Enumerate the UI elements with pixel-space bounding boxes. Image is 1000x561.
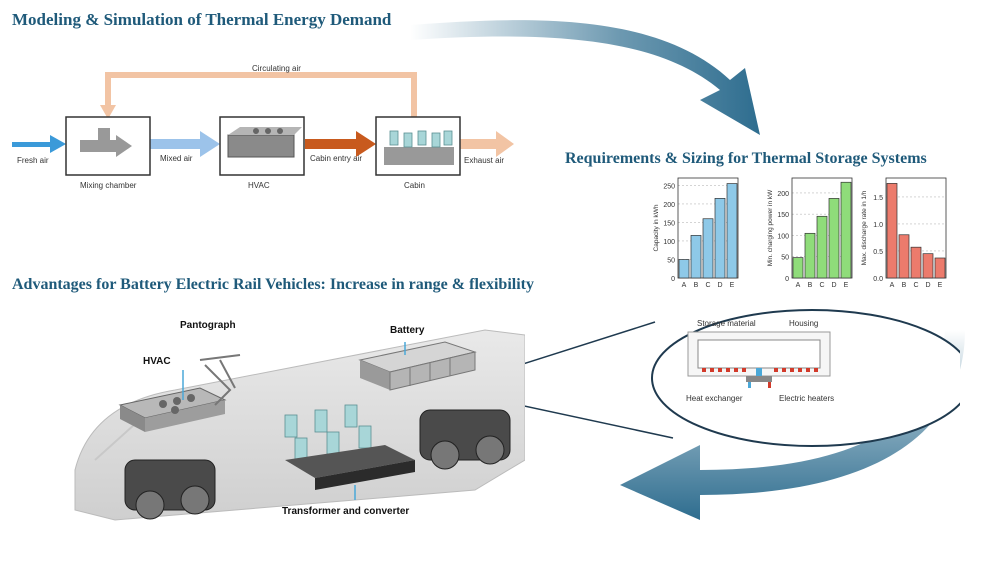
label-hvac: HVAC: [248, 181, 270, 190]
bar-A: [886, 183, 898, 279]
bar-C: [702, 218, 714, 279]
storage-material-rect: [697, 339, 821, 369]
y-axis-label: Max. discharge rate in 1/h: [861, 190, 868, 265]
heater-dots: [702, 368, 818, 372]
circulating-air-line: [105, 72, 417, 117]
cabin-floor-icon: [384, 147, 454, 165]
mixed-air-arrow: [150, 139, 202, 149]
mixing-chamber-icon: [80, 140, 116, 152]
heading-advantages: Advantages for Battery Electric Rail Veh…: [12, 276, 534, 293]
bar-A: [792, 257, 804, 279]
y-tick-label: 250: [663, 183, 675, 190]
label-mixing-chamber: Mixing chamber: [80, 181, 137, 190]
y-tick-label: 150: [663, 220, 675, 227]
x-tick-label: B: [902, 282, 907, 289]
zoom-ellipse: [651, 309, 960, 447]
heading-requirements: Requirements & Sizing for Thermal Storag…: [565, 150, 927, 167]
arrow-to-requirements: [410, 20, 760, 135]
label-mixed-air: Mixed air: [160, 154, 193, 163]
bar-E: [934, 257, 946, 279]
label-circulating-air: Circulating air: [252, 64, 301, 73]
label-transformer-converter: Transformer and converter: [282, 506, 410, 517]
heat-exchanger: [746, 376, 772, 382]
y-tick-label: 1.5: [873, 195, 883, 202]
y-tick-label: 0.5: [873, 249, 883, 256]
circulating-air-arrowhead: [100, 105, 116, 119]
x-tick-label: D: [717, 282, 722, 289]
y-tick-label: 200: [663, 202, 675, 209]
y-tick-label: 1.0: [873, 222, 883, 229]
bar-D: [828, 198, 840, 279]
bar-B: [898, 234, 910, 279]
pantograph: [199, 354, 241, 406]
heat-exchanger-pipe: [756, 368, 762, 378]
y-tick-label: 150: [777, 212, 789, 219]
bogie-rear: [419, 409, 511, 470]
label-heat-exchanger: Heat exchanger: [686, 394, 743, 403]
bar-C: [816, 215, 828, 279]
y-tick-label: 200: [777, 191, 789, 198]
bar-D: [922, 253, 934, 279]
x-tick-label: A: [682, 282, 687, 289]
y-tick-label: 0: [671, 276, 675, 283]
bar-D: [714, 198, 726, 279]
x-tick-label: E: [730, 282, 735, 289]
y-axis-label: Min. charging power in kW: [767, 189, 774, 266]
heading-modeling: Modeling & Simulation of Thermal Energy …: [12, 10, 392, 29]
label-fresh-air: Fresh air: [17, 156, 49, 165]
label-storage-material: Storage material: [697, 319, 756, 328]
label-exhaust-air: Exhaust air: [464, 156, 505, 165]
train-seats: [284, 404, 372, 461]
x-tick-label: C: [913, 282, 918, 289]
train-illustration: [74, 329, 525, 521]
y-tick-label: 50: [781, 255, 789, 262]
x-tick-label: B: [694, 282, 699, 289]
label-pantograph: Pantograph: [180, 320, 236, 331]
bar-E: [840, 181, 852, 279]
label-cabin: Cabin: [404, 181, 425, 190]
y-tick-label: 0: [785, 276, 789, 283]
label-battery: Battery: [390, 325, 425, 336]
exhaust-arrow: [460, 139, 498, 149]
train-battery: [358, 341, 477, 391]
bar-B: [690, 235, 702, 279]
bar-C: [910, 246, 922, 279]
arrow-to-advantages: [620, 330, 965, 520]
cabin-box: [375, 116, 461, 176]
airflow-diagram: [12, 72, 514, 176]
hvac-unit-icon: [227, 134, 295, 158]
x-tick-label: C: [819, 282, 824, 289]
label-cabin-entry-air: Cabin entry air: [310, 154, 363, 163]
y-axis-label: Capacity in kWh: [653, 204, 660, 251]
x-tick-label: E: [844, 282, 849, 289]
bar-A: [678, 259, 690, 279]
x-tick-label: A: [796, 282, 801, 289]
x-tick-label: E: [938, 282, 943, 289]
fresh-air-arrow: [12, 142, 52, 147]
x-tick-label: B: [808, 282, 813, 289]
label-electric-heaters: Electric heaters: [779, 394, 835, 403]
bogie-front: [124, 459, 216, 520]
y-tick-label: 100: [777, 233, 789, 240]
cabin-entry-arrow: [305, 139, 360, 149]
bar-E: [726, 183, 738, 279]
y-tick-label: 50: [667, 257, 675, 264]
train-hvac-unit: [118, 387, 227, 432]
y-tick-label: 0.0: [873, 276, 883, 283]
x-tick-label: D: [925, 282, 930, 289]
label-housing: Housing: [789, 319, 819, 328]
transformer-converter: [285, 445, 415, 490]
x-tick-label: D: [831, 282, 836, 289]
bar-B: [804, 232, 816, 279]
y-tick-label: 100: [663, 239, 675, 246]
cabin-seats-icon: [389, 130, 453, 148]
x-tick-label: C: [705, 282, 710, 289]
x-tick-label: A: [890, 282, 895, 289]
label-train-hvac: HVAC: [143, 356, 171, 367]
